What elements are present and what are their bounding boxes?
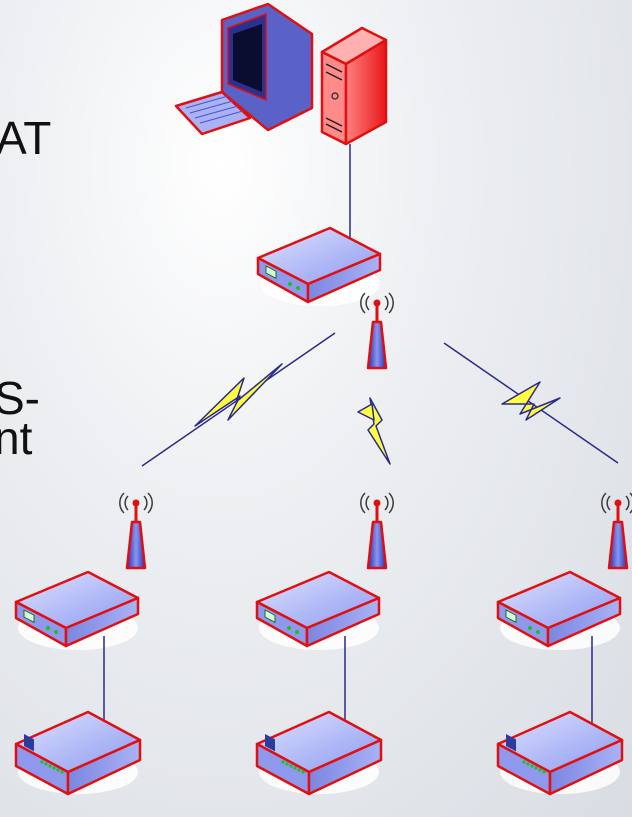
slide-text-fragment-mid-1: S- [0, 372, 40, 424]
lightning-bolt-icon [194, 363, 283, 427]
network-modem-icon [255, 570, 381, 652]
lightning-bolt-icon [357, 397, 391, 465]
wireless-antenna-icon [359, 291, 395, 370]
workstation-icon [174, 2, 314, 136]
wireless-antenna-icon [118, 491, 154, 570]
server-tower-icon [320, 26, 388, 146]
network-modem-icon [14, 570, 140, 652]
wireless-antenna-icon [359, 491, 395, 570]
network-switch-icon [255, 710, 383, 796]
network-switch-icon [14, 710, 142, 796]
wireless-antenna-icon [600, 491, 632, 570]
wireless-link [443, 342, 619, 464]
network-modem-icon [496, 570, 622, 652]
slide-text-fragment-top: AT [0, 112, 52, 164]
slide-text-fragment-mid-2: nt [0, 412, 33, 464]
network-switch-icon [496, 710, 624, 796]
network-modem-icon [256, 226, 382, 308]
lightning-bolt-icon [501, 381, 561, 421]
